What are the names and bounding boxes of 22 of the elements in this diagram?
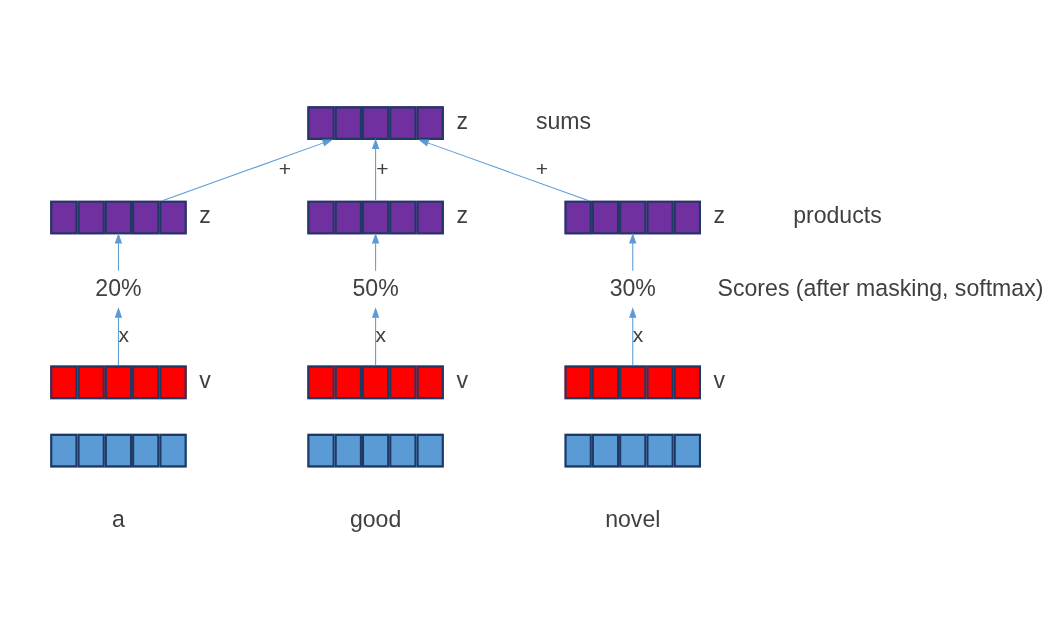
edge-label: +	[376, 156, 389, 180]
node-text: 50%	[352, 274, 399, 301]
node-label: z	[456, 202, 468, 229]
edge-label: x	[375, 323, 387, 347]
label: Scores (after masking, softmax)	[717, 274, 1044, 301]
node-label: v	[456, 367, 468, 394]
node-text: 30%	[609, 274, 656, 301]
edge-label: x	[118, 323, 129, 347]
label: sums	[535, 107, 592, 134]
edge-label: +	[278, 156, 291, 180]
node-label: v	[713, 367, 726, 394]
label: a	[112, 505, 125, 532]
edge-label: x	[632, 323, 644, 347]
label: products	[793, 202, 882, 229]
edge-label: +	[535, 156, 549, 180]
node-label: z	[199, 202, 211, 229]
node-label: z	[456, 107, 468, 134]
node-label: z	[713, 202, 726, 229]
label: novel	[605, 505, 661, 532]
node-label: v	[199, 367, 211, 394]
node-text: 20%	[95, 274, 142, 301]
label: good	[349, 505, 402, 532]
